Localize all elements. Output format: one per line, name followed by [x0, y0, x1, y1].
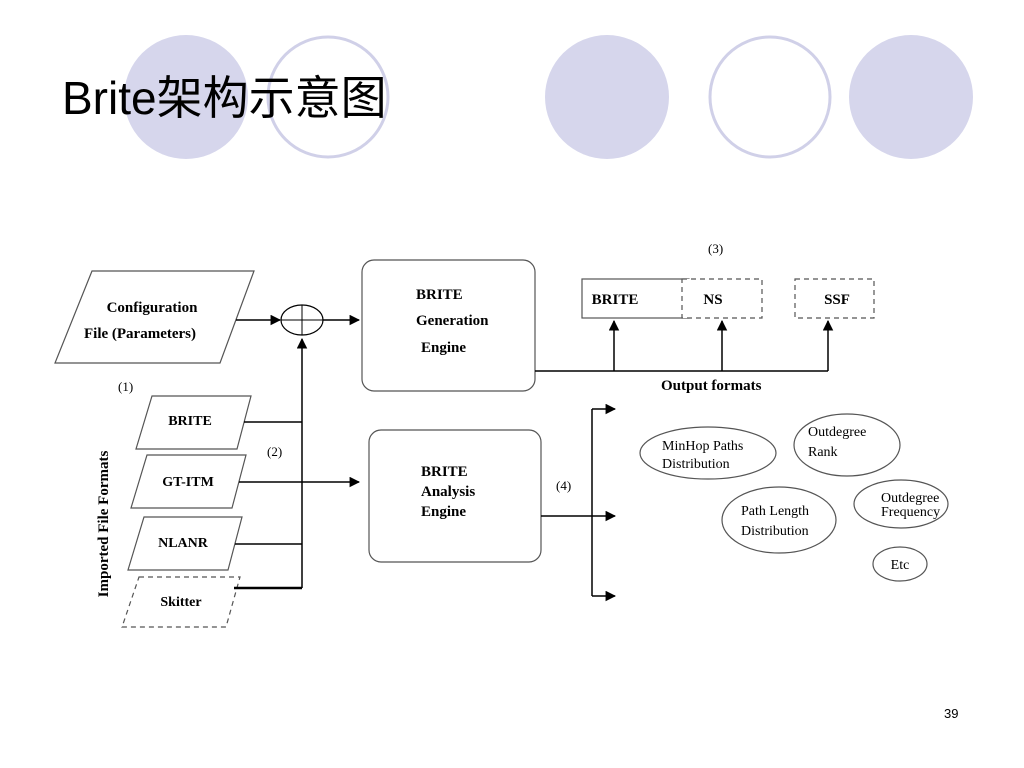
outdegree-rank-label-1: Outdegree	[808, 425, 866, 440]
outdegree-frequency-label-1: Outdegree	[881, 491, 939, 506]
generation-engine-label-2: Generation	[416, 313, 489, 329]
decor-circle-filled	[545, 35, 669, 159]
output-brite-label: BRITE	[592, 292, 639, 308]
decor-circle-outline	[708, 35, 832, 159]
imported-formats-title: Imported File Formats	[96, 451, 112, 598]
output-ns-box	[681, 278, 763, 319]
minhop-label-2: Distribution	[662, 457, 730, 472]
path-length-label-1: Path Length	[741, 504, 809, 519]
output-ns-label: NS	[703, 292, 722, 308]
outdegree-frequency-label-2: Frequency	[881, 505, 940, 520]
etc-ellipse	[872, 546, 928, 582]
analysis-engine-label-1: BRITE	[421, 464, 468, 480]
import-gtitm-label: GT-ITM	[162, 475, 214, 490]
import-skitter-label: Skitter	[160, 595, 201, 610]
path-length-label-2: Distribution	[741, 524, 809, 539]
config-file-box	[54, 270, 255, 364]
analysis-engine-label-3: Engine	[421, 504, 466, 520]
page-number: 39	[944, 706, 959, 721]
generation-engine-label-1: BRITE	[416, 287, 463, 303]
import-brite-label: BRITE	[168, 414, 212, 429]
import-nlanr-label: NLANR	[158, 536, 209, 551]
output-ssf-box	[794, 278, 875, 319]
label-1: (1)	[118, 379, 133, 394]
minhop-label-1: MinHop Paths	[662, 439, 743, 454]
import-brite-box	[135, 395, 252, 450]
outdegree-rank-ellipse	[793, 413, 901, 477]
decor-circle-filled	[849, 35, 973, 159]
output-ssf-label: SSF	[824, 292, 850, 308]
outdegree-rank-label-2: Rank	[808, 445, 838, 460]
import-nlanr-box	[127, 516, 243, 571]
import-skitter-box	[121, 576, 241, 628]
minhop-ellipse	[639, 426, 777, 480]
path-length-ellipse	[721, 486, 837, 554]
etc-label: Etc	[891, 558, 910, 573]
analysis-engine-box	[368, 429, 542, 563]
analysis-engine-label-2: Analysis	[421, 484, 475, 500]
outdegree-frequency-ellipse	[853, 479, 949, 529]
generation-engine-label-3: Engine	[421, 340, 466, 356]
output-formats-title: Output formats	[661, 378, 762, 394]
label-3: (3)	[708, 241, 723, 256]
output-brite-box	[581, 278, 690, 319]
page-title: Brite架构示意图	[62, 72, 387, 124]
config-file-label-2: File (Parameters)	[84, 326, 196, 342]
decor-circle-filled	[124, 35, 248, 159]
label-2: (2)	[267, 444, 282, 459]
generation-engine-box	[361, 259, 536, 392]
import-gtitm-box	[130, 454, 247, 509]
config-file-label-1: Configuration	[107, 300, 199, 316]
label-4: (4)	[556, 478, 571, 493]
decor-circle-outline	[266, 35, 390, 159]
